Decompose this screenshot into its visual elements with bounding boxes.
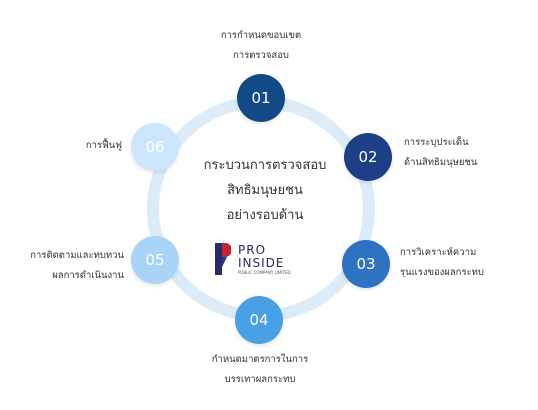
logo-tagline: PUBLIC COMPANY LIMITED xyxy=(238,270,291,275)
center-title: กระบวนการตรวจสอบ สิทธิมนุษยชน อย่างรอบด้… xyxy=(203,158,327,223)
step-3-circle: 03 xyxy=(342,240,390,288)
logo-text-inside: INSIDE xyxy=(238,256,285,270)
step-1-circle: 01 xyxy=(237,74,285,122)
step-6-circle: 06 xyxy=(131,123,179,171)
company-logo: PRO INSIDE PUBLIC COMPANY LIMITED xyxy=(215,243,315,277)
step-4-label: กำหนดมาตรการในการ บรรเทาผลกระทบ xyxy=(211,354,309,385)
step-2-number: 02 xyxy=(358,148,378,166)
step-1-label: การกำหนดขอบเขต การตรวจสอบ xyxy=(220,30,302,61)
step-3-number: 03 xyxy=(356,255,376,273)
step-5-circle: 05 xyxy=(131,236,179,284)
step-4-number: 04 xyxy=(249,311,269,329)
step-2-label: การระบุประเด็น ด้านสิทธิมนุษยชน xyxy=(404,137,478,168)
step-5-label: การติดตามและทบทวน ผลการดำเนินงาน xyxy=(30,250,124,281)
step-5-number: 05 xyxy=(145,251,165,269)
logo-mark-icon xyxy=(215,243,231,275)
step-1-number: 01 xyxy=(251,89,271,107)
step-4-circle: 04 xyxy=(235,296,283,344)
step-6-number: 06 xyxy=(145,138,165,156)
step-2-circle: 02 xyxy=(344,133,392,181)
step-6-label: การฟื้นฟู xyxy=(85,140,122,151)
step-3-label: การวิเคราะห์ความ รุนแรงของผลกระทบ xyxy=(400,247,484,278)
logo-text-pro: PRO xyxy=(238,243,267,257)
